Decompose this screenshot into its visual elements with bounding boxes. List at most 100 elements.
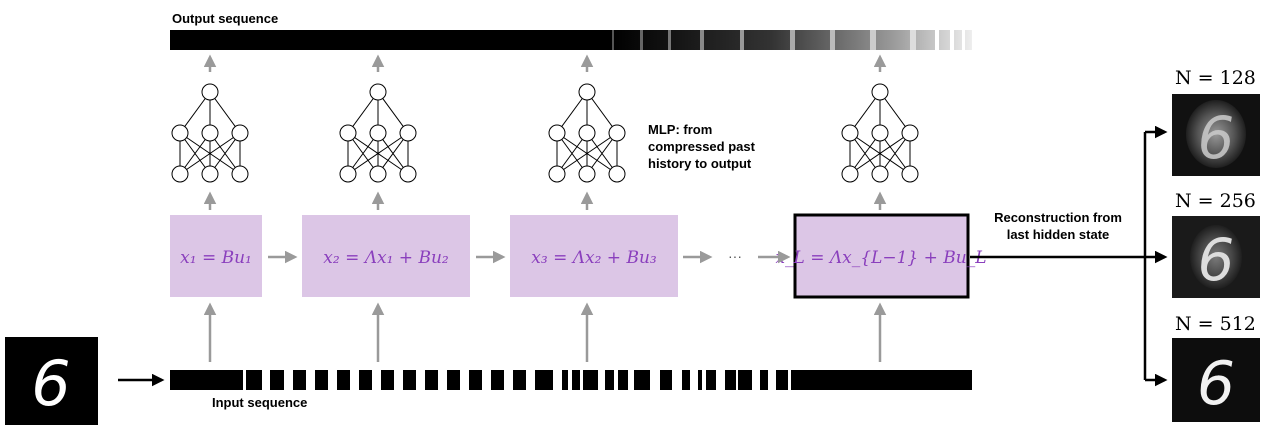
mlp-network [339, 83, 417, 183]
input-stripe [650, 370, 660, 390]
output-stripe [612, 30, 614, 50]
input-stripe [702, 370, 706, 390]
input-stripe [438, 370, 447, 390]
output-stripe [870, 30, 876, 50]
ellipsis: ··· [728, 248, 742, 264]
mlp-node [901, 165, 919, 183]
state-box-1 [170, 215, 262, 297]
output-stripe [950, 30, 954, 50]
mlp-node [548, 124, 566, 142]
mlp-caption-line2: compressed past [648, 139, 756, 154]
input-stripe [788, 370, 791, 390]
input-stripe [350, 370, 359, 390]
mlp-edge [179, 132, 241, 175]
output-stripe [668, 30, 671, 50]
input-stripe [580, 370, 583, 390]
mlp-node [201, 165, 219, 183]
input-sequence-label: Input sequence [212, 395, 307, 410]
input-stripe [553, 370, 562, 390]
mlp-node [201, 124, 219, 142]
recon-image-512 [1172, 338, 1260, 422]
input-stripe [752, 370, 760, 390]
mlp-caption-line1: MLP: from [648, 122, 712, 137]
output-stripe [740, 30, 744, 50]
output-stripe [910, 30, 916, 50]
reconstruction-arrows [970, 125, 1168, 387]
input-stripe [328, 370, 337, 390]
input-stripe [262, 370, 270, 390]
equation-3: x₃ = Λx₂ + Bu₃ [531, 248, 657, 268]
input-stripe [598, 370, 605, 390]
output-sequence-stripes [612, 30, 965, 50]
mlp-network [171, 83, 249, 183]
mlp-output-arrows [203, 54, 887, 72]
input-state-arrows [203, 302, 887, 362]
mlp-node [339, 124, 357, 142]
input-stripe [690, 370, 698, 390]
output-sequence-label: Output sequence [172, 11, 278, 26]
state-box-2 [302, 215, 470, 297]
input-stripe [736, 370, 738, 390]
output-stripe [935, 30, 939, 50]
input-stripe [614, 370, 618, 390]
mlp-networks [171, 83, 919, 183]
recon-blur-256 [1190, 225, 1242, 289]
mlp-node [171, 124, 189, 142]
mlp-node [578, 165, 596, 183]
state-box-3 [510, 215, 678, 297]
input-stripe [306, 370, 315, 390]
input-stripe [716, 370, 725, 390]
equation-last: x_L = Λx_{L−1} + Bu_L [775, 248, 986, 268]
mlp-node [231, 124, 249, 142]
input-stripe [394, 370, 403, 390]
mlp-node [369, 83, 387, 101]
mlp-node [871, 124, 889, 142]
input-stripe [284, 370, 293, 390]
state-box-last [793, 213, 970, 299]
input-stripe [416, 370, 425, 390]
recon-label-512: N = 512 [1175, 313, 1256, 335]
mlp-node [339, 165, 357, 183]
input-digit-image [5, 337, 98, 425]
recon-caption-line1: Reconstruction from [994, 210, 1122, 225]
equation-2: x₂ = Λx₁ + Bu₂ [323, 248, 449, 268]
input-stripe [504, 370, 513, 390]
state-mlp-arrows [203, 191, 887, 210]
input-digit-glyph: 6 [31, 347, 70, 420]
mlp-node [871, 165, 889, 183]
mlp-node [841, 124, 859, 142]
input-stripe [628, 370, 634, 390]
mlp-node [201, 83, 219, 101]
output-stripe [962, 30, 965, 50]
recon-label-256: N = 256 [1175, 190, 1256, 212]
recon-label-128: N = 128 [1175, 67, 1256, 89]
input-stripe [672, 370, 682, 390]
recon-caption-line2: last hidden state [1007, 227, 1110, 242]
mlp-node [231, 165, 249, 183]
input-stripe [372, 370, 381, 390]
input-stripe [526, 370, 535, 390]
mlp-network [841, 83, 919, 183]
output-stripe [640, 30, 643, 50]
mlp-node [608, 124, 626, 142]
mlp-edge [556, 132, 618, 175]
mlp-node [578, 124, 596, 142]
input-sequence-stripes [243, 370, 791, 390]
mlp-edge [849, 132, 911, 175]
mlp-node [399, 124, 417, 142]
input-stripe [768, 370, 776, 390]
mlp-node [548, 165, 566, 183]
mlp-node [901, 124, 919, 142]
input-stripe [568, 370, 572, 390]
recon-glyph-512: 6 [1197, 349, 1235, 419]
input-stripe [482, 370, 491, 390]
mlp-network [548, 83, 626, 183]
mlp-caption-line3: history to output [648, 156, 752, 171]
mlp-node [171, 165, 189, 183]
mlp-node [608, 165, 626, 183]
equation-1: x₁ = Bu₁ [180, 248, 252, 268]
mlp-edge [347, 132, 409, 175]
output-stripe [830, 30, 835, 50]
recon-glyph-256: 6 [1198, 226, 1235, 294]
